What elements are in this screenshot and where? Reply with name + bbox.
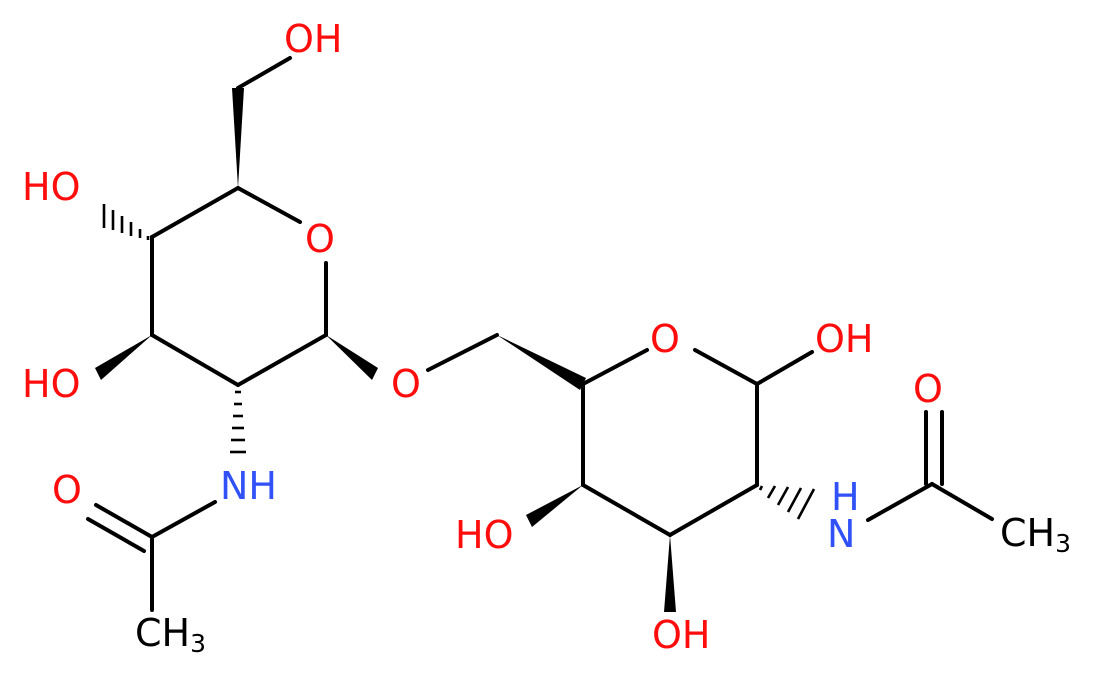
label-oh-anomeric: OH [815,317,873,361]
label-o-glycosidic: O [391,362,421,406]
wedge-ch2-c5 [497,335,586,390]
left-ring-bonds [150,56,328,387]
right-acetamide-bonds [866,410,994,522]
wedge-c1-o [326,335,378,380]
label-o-carbonyl-right: O [913,367,943,411]
label-ch3-left: CH3 [135,611,206,658]
wedge-c3-ho [95,335,152,380]
hash-c2r-n [758,485,816,520]
left-acetamide-bonds [86,500,217,612]
label-o-carbonyl-left: O [52,468,82,512]
label-n-right: N [827,512,855,556]
label-ho-c4-left: HO [22,165,80,209]
label-o-ring-left: O [305,217,335,261]
label-h-right: H [831,475,860,519]
label-ho-c3-left: HO [22,362,80,406]
label-nh-left: NH [220,464,277,508]
label-o-ring-right: O [650,317,680,361]
label-ch3-right: CH3 [1000,511,1071,558]
label-ho-c4-right: HO [455,513,513,557]
label-oh-bottom: OH [652,613,710,657]
wedge-c3r-oh [664,535,676,612]
wedge-c5-c6 [232,88,244,188]
bond-o-ch2 [426,333,499,372]
right-ring-bonds [581,348,814,537]
wedge-c4r-ho [526,485,583,527]
hash-c2-nh [230,390,246,454]
hash-c4-ho [102,204,150,240]
label-oh-top: OH [284,17,342,61]
